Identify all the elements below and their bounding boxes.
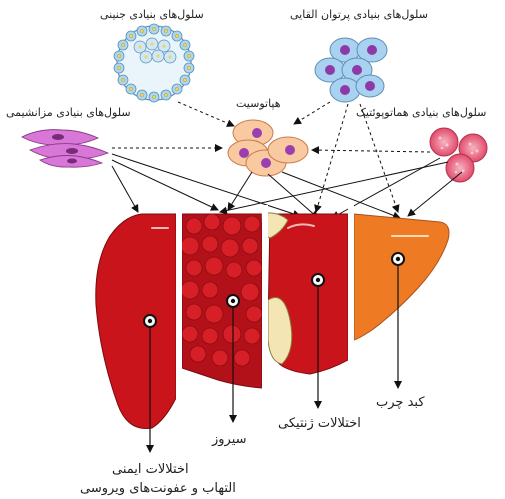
label-immune-line2: التهاب و عفونت‌های ویروسی <box>80 481 236 496</box>
label-cirrhosis: سیروز <box>212 432 247 447</box>
label-mesenchymal: سلول‌های بنیادی مزانشیمی <box>6 106 131 119</box>
label-pluripotent: سلول‌های بنیادی پرتوان القایی <box>290 8 428 21</box>
label-embryonic: سلول‌های بنیادی جنینی <box>100 8 204 21</box>
solid-arrows <box>112 154 462 218</box>
ipsc-cluster-icon <box>315 38 387 102</box>
label-fatty-liver: کبد چرب <box>376 395 425 410</box>
label-hepatocyte: هپاتوسیت <box>236 97 281 110</box>
mesenchymal-cell-icon <box>22 130 108 168</box>
label-hematopoietic: سلول‌های بنیادی هماتوپوئتیک <box>356 106 486 119</box>
hematopoietic-cell-icon <box>430 128 487 182</box>
embryonic-cell-icon <box>114 24 194 102</box>
hepatocyte-cluster-icon <box>228 120 308 176</box>
label-genetic: اختلالات ژنتیکی <box>278 416 361 431</box>
label-immune-line1: اختلالات ایمنی <box>112 462 189 477</box>
